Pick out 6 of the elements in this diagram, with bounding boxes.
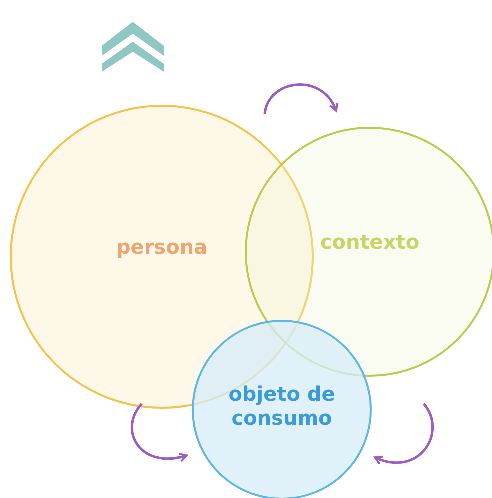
curved-arrow [264,84,338,114]
circle-label: persona [115,235,209,259]
circle-label: objeto de consumo [228,382,336,430]
curved-arrow [374,403,434,465]
curved-arrow [131,403,188,462]
circle-label: contexto [319,230,421,254]
